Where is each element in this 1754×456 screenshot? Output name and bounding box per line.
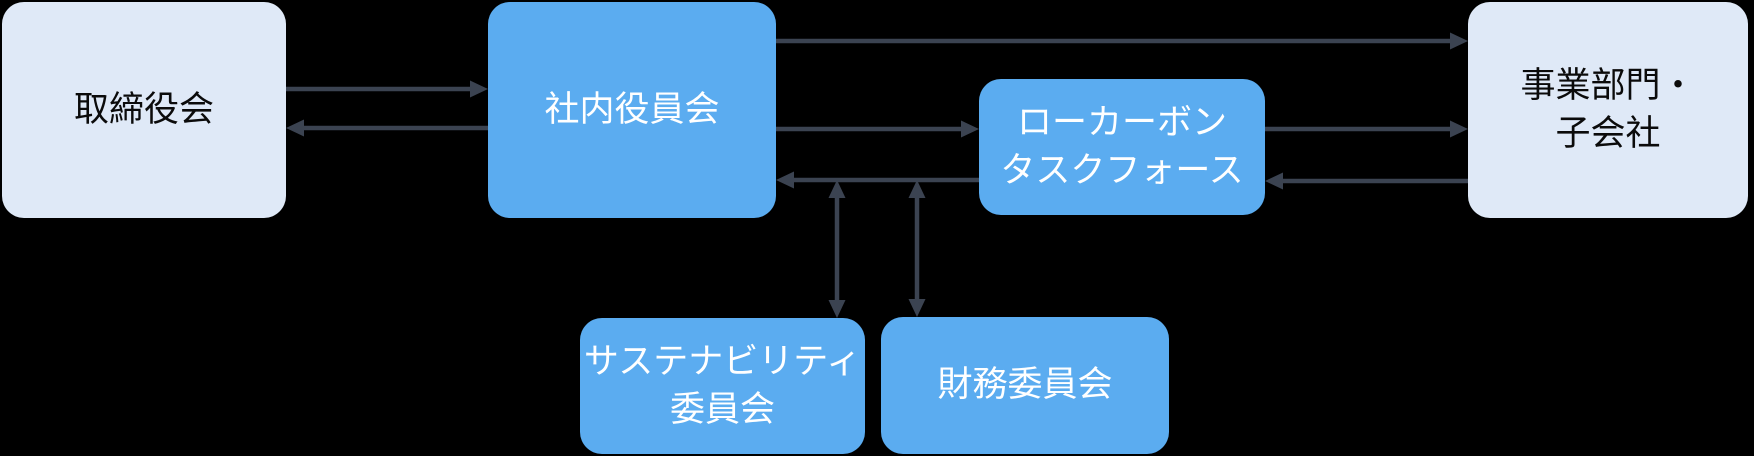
node-low-carbon-task-force: ローカーボン タスクフォース [979, 79, 1265, 215]
edge-internal-officers-board-to-board-of-directors-end-head [286, 119, 304, 137]
node-business-divisions-subsidiaries: 事業部門・ 子会社 [1468, 2, 1748, 218]
edge-sustainability-committee-to-internal-officers-board-end-head [828, 180, 846, 198]
edge-low-carbon-task-force-to-internal-officers-board-end-head [776, 171, 794, 189]
edge-finance-committee-to-internal-officers-board-start-head [908, 299, 926, 317]
edge-sustainability-committee-to-internal-officers-board-start-head [828, 300, 846, 318]
node-board-of-directors: 取締役会 [2, 2, 286, 218]
node-sustainability-committee: サステナビリティ 委員会 [580, 318, 865, 454]
edge-internal-officers-board-to-business-divisions-subsidiaries-end-head [1450, 32, 1468, 50]
node-finance-committee: 財務委員会 [881, 317, 1169, 454]
edge-low-carbon-task-force-to-business-divisions-subsidiaries-end-head [1450, 120, 1468, 138]
edge-board-of-directors-to-internal-officers-board-end-head [470, 80, 488, 98]
node-internal-officers-board: 社内役員会 [488, 2, 776, 218]
edge-finance-committee-to-internal-officers-board-end-head [908, 180, 926, 198]
edge-business-divisions-subsidiaries-to-low-carbon-task-force-end-head [1265, 172, 1283, 190]
edge-internal-officers-board-to-low-carbon-task-force-end-head [961, 120, 979, 138]
